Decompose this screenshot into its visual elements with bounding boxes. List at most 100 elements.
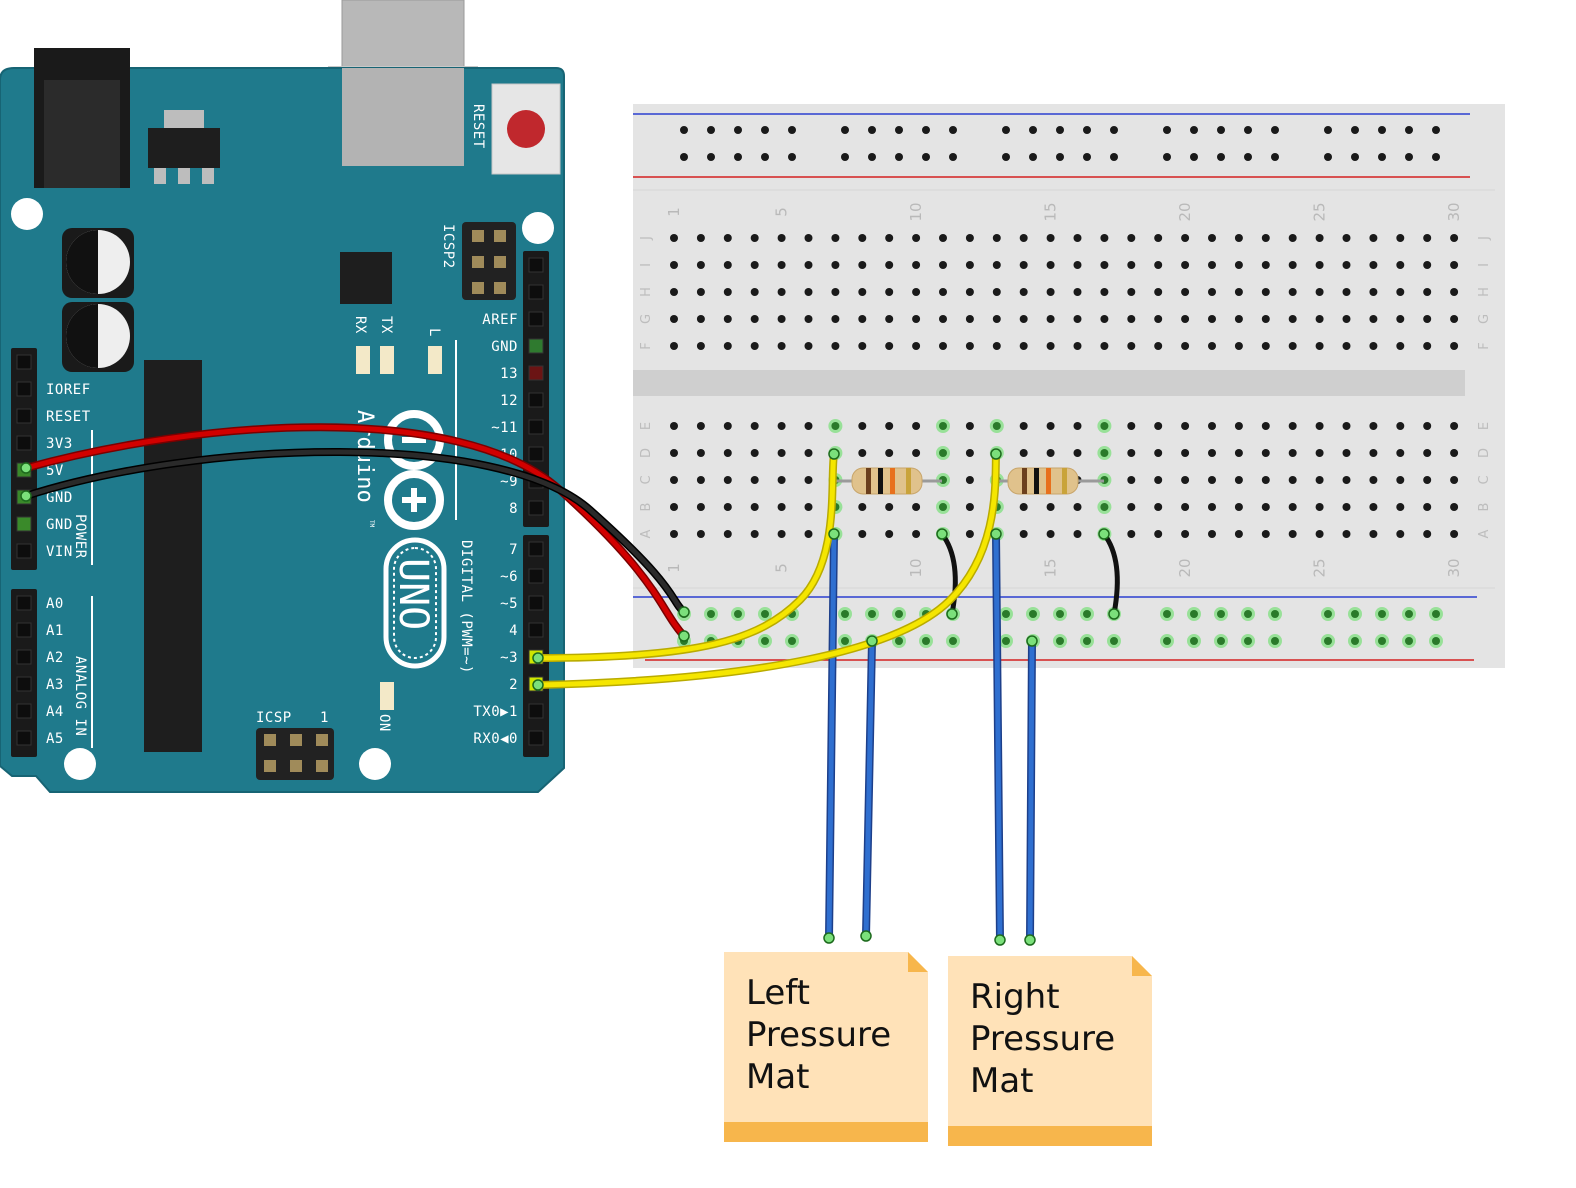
breadboard-hole	[696, 288, 705, 296]
breadboard-hole	[1423, 234, 1432, 242]
breadboard-hole	[804, 530, 813, 538]
pin-label: A2	[46, 650, 64, 666]
breadboard-hole	[1261, 315, 1270, 323]
pin-label: IOREF	[46, 382, 91, 398]
header-pin	[528, 703, 544, 719]
breadboard-hole	[1324, 126, 1332, 134]
breadboard-hole	[1181, 476, 1190, 484]
header-pin	[16, 622, 32, 638]
breadboard-hole	[723, 234, 732, 242]
breadboard-hole	[885, 261, 894, 269]
pin-label: GND	[491, 339, 518, 355]
breadboard-hole	[1234, 261, 1243, 269]
power-5v-wire	[23, 424, 687, 639]
note-left-line-1: Left	[746, 973, 810, 1013]
breadboard-hole	[1315, 288, 1324, 296]
mounting-hole	[522, 212, 554, 244]
breadboard-hole	[1217, 126, 1225, 134]
icsp-label: ICSP	[256, 710, 292, 726]
reset-button[interactable]	[507, 110, 545, 148]
breadboard-hole	[1405, 126, 1413, 134]
right-mat-wire-2	[1027, 638, 1035, 943]
breadboard-hole	[1019, 422, 1028, 430]
row-letter: D	[639, 448, 654, 458]
column-number: 20	[1176, 558, 1194, 577]
breadboard-hole	[723, 288, 732, 296]
breadboard-hole	[1046, 315, 1055, 323]
breadboard-hole	[750, 315, 759, 323]
breadboard-hole	[1396, 234, 1405, 242]
breadboard-hole	[1369, 315, 1378, 323]
pin-label: RX0◀0	[473, 731, 518, 747]
breadboard-hole	[1073, 288, 1082, 296]
breadboard-hole	[1342, 288, 1351, 296]
breadboard-hole	[1342, 476, 1351, 484]
column-number: 15	[1042, 558, 1060, 577]
breadboard-hole	[723, 503, 732, 511]
l-led	[428, 346, 442, 374]
pin-label: A1	[46, 623, 64, 639]
breadboard-hole	[939, 342, 947, 350]
breadboard-hole	[965, 503, 974, 511]
breadboard-hole	[1315, 503, 1324, 511]
wire-endpoint	[1026, 635, 1038, 647]
breadboard-hole	[1002, 126, 1010, 134]
row-letter: I	[1477, 263, 1492, 267]
breadboard-hole	[696, 315, 705, 323]
breadboard-hole	[670, 288, 678, 296]
breadboard-hole	[723, 315, 732, 323]
breadboard-hole	[1288, 503, 1297, 511]
pin-label: 4	[509, 623, 518, 639]
breadboard-hole	[1181, 530, 1190, 538]
ground-jumper-right	[1101, 531, 1120, 617]
breadboard-hole	[1100, 261, 1109, 269]
breadboard-hole	[1315, 315, 1324, 323]
breadboard-hole	[696, 503, 705, 511]
breadboard-hole	[1315, 449, 1324, 457]
breadboard-hole	[965, 288, 974, 296]
breadboard-hole	[750, 476, 759, 484]
breadboard-hole	[939, 261, 947, 269]
breadboard-hole	[1100, 342, 1109, 350]
row-letter: G	[639, 314, 654, 324]
breadboard-hole	[1073, 261, 1082, 269]
breadboard-hole	[1369, 530, 1378, 538]
icsp2-label: ICSP2	[440, 224, 456, 269]
breadboard-hole	[858, 261, 867, 269]
row-letter: G	[1477, 314, 1492, 324]
breadboard-hole	[1432, 126, 1440, 134]
breadboard-hole	[777, 449, 786, 457]
breadboard-hole	[965, 476, 974, 484]
row-letter: E	[639, 422, 654, 430]
breadboard-hole	[858, 449, 867, 457]
tx-label: TX	[378, 316, 394, 334]
breadboard-hole	[723, 422, 732, 430]
header-pin	[16, 543, 32, 559]
pin-label: ~5	[500, 596, 518, 612]
ground-wire	[23, 449, 687, 615]
breadboard-hole	[1019, 530, 1028, 538]
breadboard-hole	[1450, 261, 1459, 269]
breadboard-hole	[1315, 342, 1324, 350]
breadboard-hole	[1396, 530, 1405, 538]
wire-endpoint	[990, 448, 1002, 460]
header-pin	[528, 392, 544, 408]
pin-label: A3	[46, 677, 64, 693]
wires	[20, 423, 1120, 946]
breadboard-hole	[1154, 261, 1163, 269]
breadboard-holes	[670, 126, 1459, 648]
breadboard-hole	[1288, 234, 1297, 242]
breadboard-hole	[1208, 288, 1216, 296]
breadboard-hole	[885, 422, 894, 430]
breadboard-hole	[1423, 503, 1432, 511]
breadboard-hole	[750, 288, 759, 296]
header-pin	[16, 408, 32, 424]
breadboard-hole	[750, 530, 759, 538]
breadboard-hole	[670, 476, 678, 484]
breadboard-hole	[1190, 126, 1198, 134]
breadboard-hole	[1396, 342, 1405, 350]
breadboard-hole	[858, 530, 867, 538]
header-pin	[16, 703, 32, 719]
